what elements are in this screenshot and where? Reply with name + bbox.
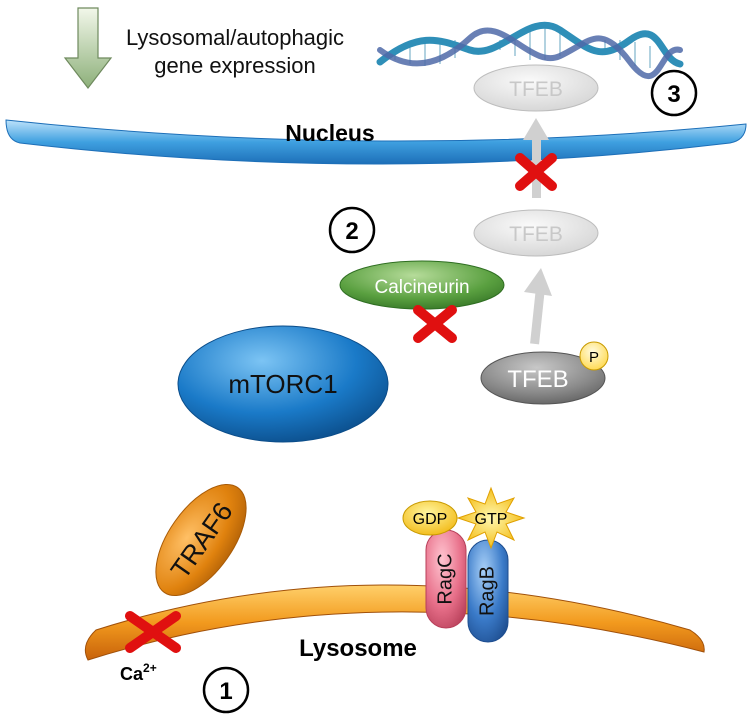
inhibition-cross-calcineurin [413, 305, 457, 343]
traf6: TRAF6 [155, 483, 247, 597]
gene-expression-header: Lysosomal/autophagic gene expression [63, 7, 344, 89]
tfeb-phosphorylated: TFEB P [480, 341, 609, 405]
inhibition-cross-calcium-release [125, 611, 181, 653]
expression-label-line2: gene expression [154, 53, 315, 78]
ragb: RagB [467, 539, 509, 643]
gdp: GDP [402, 500, 458, 536]
tfeb-cytosolic-label: TFEB [509, 223, 563, 246]
step-3-label: 3 [667, 81, 680, 108]
lysosomal-membrane: Lysosome [84, 584, 705, 662]
gtp: GTP [456, 486, 526, 550]
inhibition-cross-nuclear-import [515, 153, 557, 191]
tfeb-nuclear: TFEB [473, 64, 599, 112]
ragb-label: RagB [476, 566, 498, 616]
step-2-marker: 2 [328, 206, 376, 254]
mtorc1-label: mTORC1 [228, 369, 337, 399]
down-arrow-icon [63, 7, 113, 89]
tfeb-cytosolic: TFEB [473, 209, 599, 257]
dephosphorylation-arrow [524, 268, 552, 345]
calcium-label: Ca2+ [120, 661, 157, 684]
ragc-label: RagC [434, 553, 456, 604]
mtorc1: mTORC1 [177, 325, 389, 443]
tfeb-phospho-label: TFEB [507, 366, 568, 393]
nuclear-membrane: Nucleus [5, 119, 747, 165]
step-1-label: 1 [219, 678, 232, 705]
ragc: RagC [425, 529, 467, 629]
tfeb-nuclear-label: TFEB [509, 78, 563, 101]
calcineurin-label: Calcineurin [374, 277, 469, 298]
gtp-label: GTP [475, 511, 508, 528]
dna-helix [376, 21, 684, 80]
lysosome-label: Lysosome [299, 635, 417, 662]
expression-label-line1: Lysosomal/autophagic [126, 25, 344, 50]
step-2-label: 2 [345, 218, 358, 245]
nucleus-label: Nucleus [285, 120, 374, 146]
dna-strand-a [376, 21, 684, 68]
phosphate-group: P [579, 341, 609, 371]
calcineurin: Calcineurin [339, 260, 505, 310]
step-3-marker: 3 [650, 69, 698, 117]
dna-strand-b [377, 27, 683, 80]
step-1-marker: 1 [202, 666, 250, 714]
phosphate-label: P [589, 349, 599, 366]
gdp-label: GDP [413, 511, 448, 528]
